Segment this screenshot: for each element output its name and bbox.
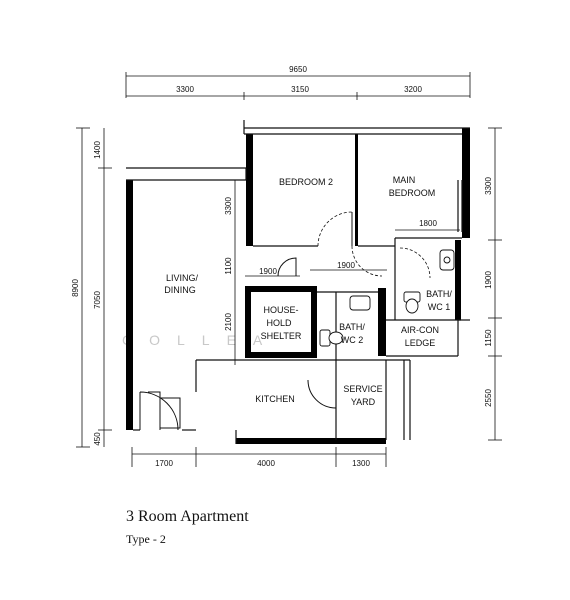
room-labels: BEDROOM 2 MAIN BEDROOM LIVING/ DINING HO… <box>164 175 452 407</box>
label-shelter-line2: HOLD <box>266 318 292 328</box>
thick-walls <box>126 128 470 444</box>
dim-right-2: 1900 <box>484 271 493 289</box>
dim-top-2: 3150 <box>291 85 309 94</box>
dim-left-2: 7050 <box>93 291 102 309</box>
label-main-bedroom-line1: MAIN <box>393 175 416 185</box>
label-living-line1: LIVING/ <box>166 273 199 283</box>
dim-left-total: 8900 <box>71 279 80 297</box>
dim-left-3: 450 <box>93 432 102 446</box>
dim-inner-1900b: 1900 <box>337 261 355 270</box>
sanitary-fixtures <box>319 249 455 347</box>
label-kitchen: KITCHEN <box>255 394 295 404</box>
label-shelter-line3: SHELTER <box>261 331 302 341</box>
label-bath2-line2: WC 2 <box>341 335 364 345</box>
label-bath1-line1: BATH/ <box>426 289 452 299</box>
thin-walls <box>126 120 470 444</box>
dim-right-3: 1150 <box>484 329 493 347</box>
dim-bottom-2: 4000 <box>257 459 275 468</box>
dim-inner-1100: 1100 <box>224 257 233 275</box>
label-service-line1: SERVICE <box>343 384 382 394</box>
dim-inner-1800: 1800 <box>419 219 437 228</box>
plan-title: 3 Room Apartment <box>126 508 249 525</box>
door-leaves <box>139 212 353 431</box>
dim-top-1: 3300 <box>176 85 194 94</box>
dim-inner-1900a: 1900 <box>259 267 277 276</box>
label-service-line2: YARD <box>351 397 376 407</box>
label-bedroom-2: BEDROOM 2 <box>279 177 333 187</box>
dim-bottom-3: 1300 <box>352 459 370 468</box>
label-bath1-line2: WC 1 <box>428 302 451 312</box>
label-shelter-line1: HOUSE- <box>263 305 298 315</box>
dimension-lines <box>76 72 502 467</box>
watermark-text: COLLEA <box>122 332 279 348</box>
dim-left-1: 1400 <box>93 141 102 159</box>
label-bath2-line1: BATH/ <box>339 322 365 332</box>
label-main-bedroom-line2: BEDROOM <box>389 188 436 198</box>
label-aircon-line2: LEDGE <box>405 338 436 348</box>
dim-bottom-1: 1700 <box>155 459 173 468</box>
dim-right-4: 2550 <box>484 389 493 407</box>
dim-inner-3300: 3300 <box>224 197 233 215</box>
dim-top-total: 9650 <box>289 65 307 74</box>
dim-inner-2100: 2100 <box>224 313 233 331</box>
plan-subtitle: Type - 2 <box>126 532 166 546</box>
dim-right-1: 3300 <box>484 177 493 195</box>
door-swings <box>317 211 431 279</box>
label-living-line2: DINING <box>164 285 196 295</box>
dim-top-3: 3200 <box>404 85 422 94</box>
label-aircon-line1: AIR-CON <box>401 325 439 335</box>
